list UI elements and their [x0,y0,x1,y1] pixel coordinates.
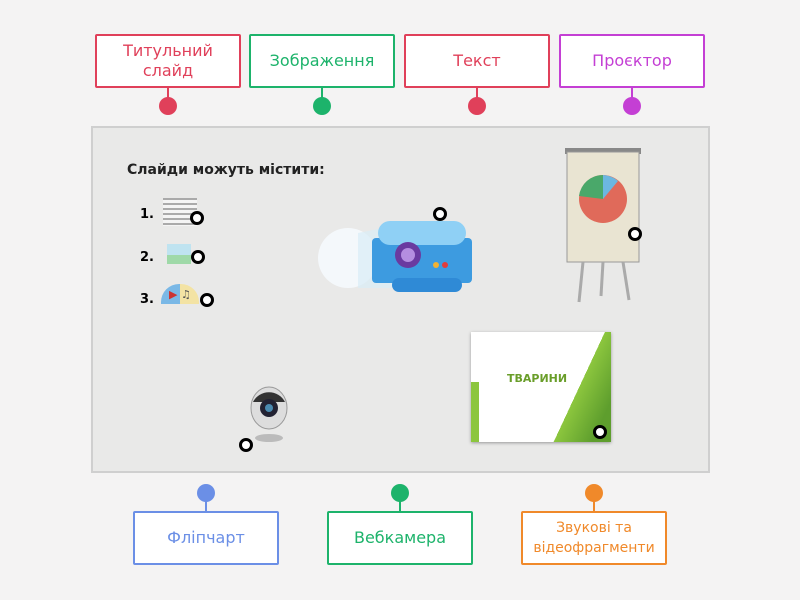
label-webcam[interactable]: Вебкамера [327,511,473,565]
pin[interactable] [313,88,331,115]
label-image[interactable]: Зображення [249,34,395,88]
label-text[interactable]: Текст [404,34,550,88]
label-title-slide[interactable]: Титульний слайд [95,34,241,88]
title-slide-text: ТВАРИНИ [507,372,568,385]
webcam-image [250,386,288,442]
flipchart-image [565,148,641,303]
drop-target[interactable] [433,207,447,221]
pin[interactable] [159,88,177,115]
drop-target[interactable] [239,438,253,452]
drop-target[interactable] [190,211,204,225]
drop-target[interactable] [191,250,205,264]
label-audio-video[interactable]: Звукові та відеофрагменти [521,511,667,565]
drop-target[interactable] [593,425,607,439]
image-icon [167,244,191,264]
list-number: 3. [140,292,154,307]
pin[interactable] [585,484,603,511]
pin[interactable] [468,88,486,115]
projector-image [318,221,472,292]
drop-target[interactable] [200,293,214,307]
label-projector[interactable]: Проєктор [559,34,705,88]
list-number: 1. [140,207,154,222]
drop-target[interactable] [628,227,642,241]
title-slide-image: ТВАРИНИ [471,332,611,442]
media-icon: ▶ ♫ [161,284,199,304]
pin[interactable] [391,484,409,511]
pin[interactable] [197,484,215,511]
list-number: 2. [140,250,154,265]
label-flipchart[interactable]: Фліпчарт [133,511,279,565]
slide-heading: Слайди можуть містити: [127,162,325,178]
pin[interactable] [623,88,641,115]
slide-image: Слайди можуть містити: 1. 2. 3. ▶ ♫ ТВАР… [91,126,710,473]
